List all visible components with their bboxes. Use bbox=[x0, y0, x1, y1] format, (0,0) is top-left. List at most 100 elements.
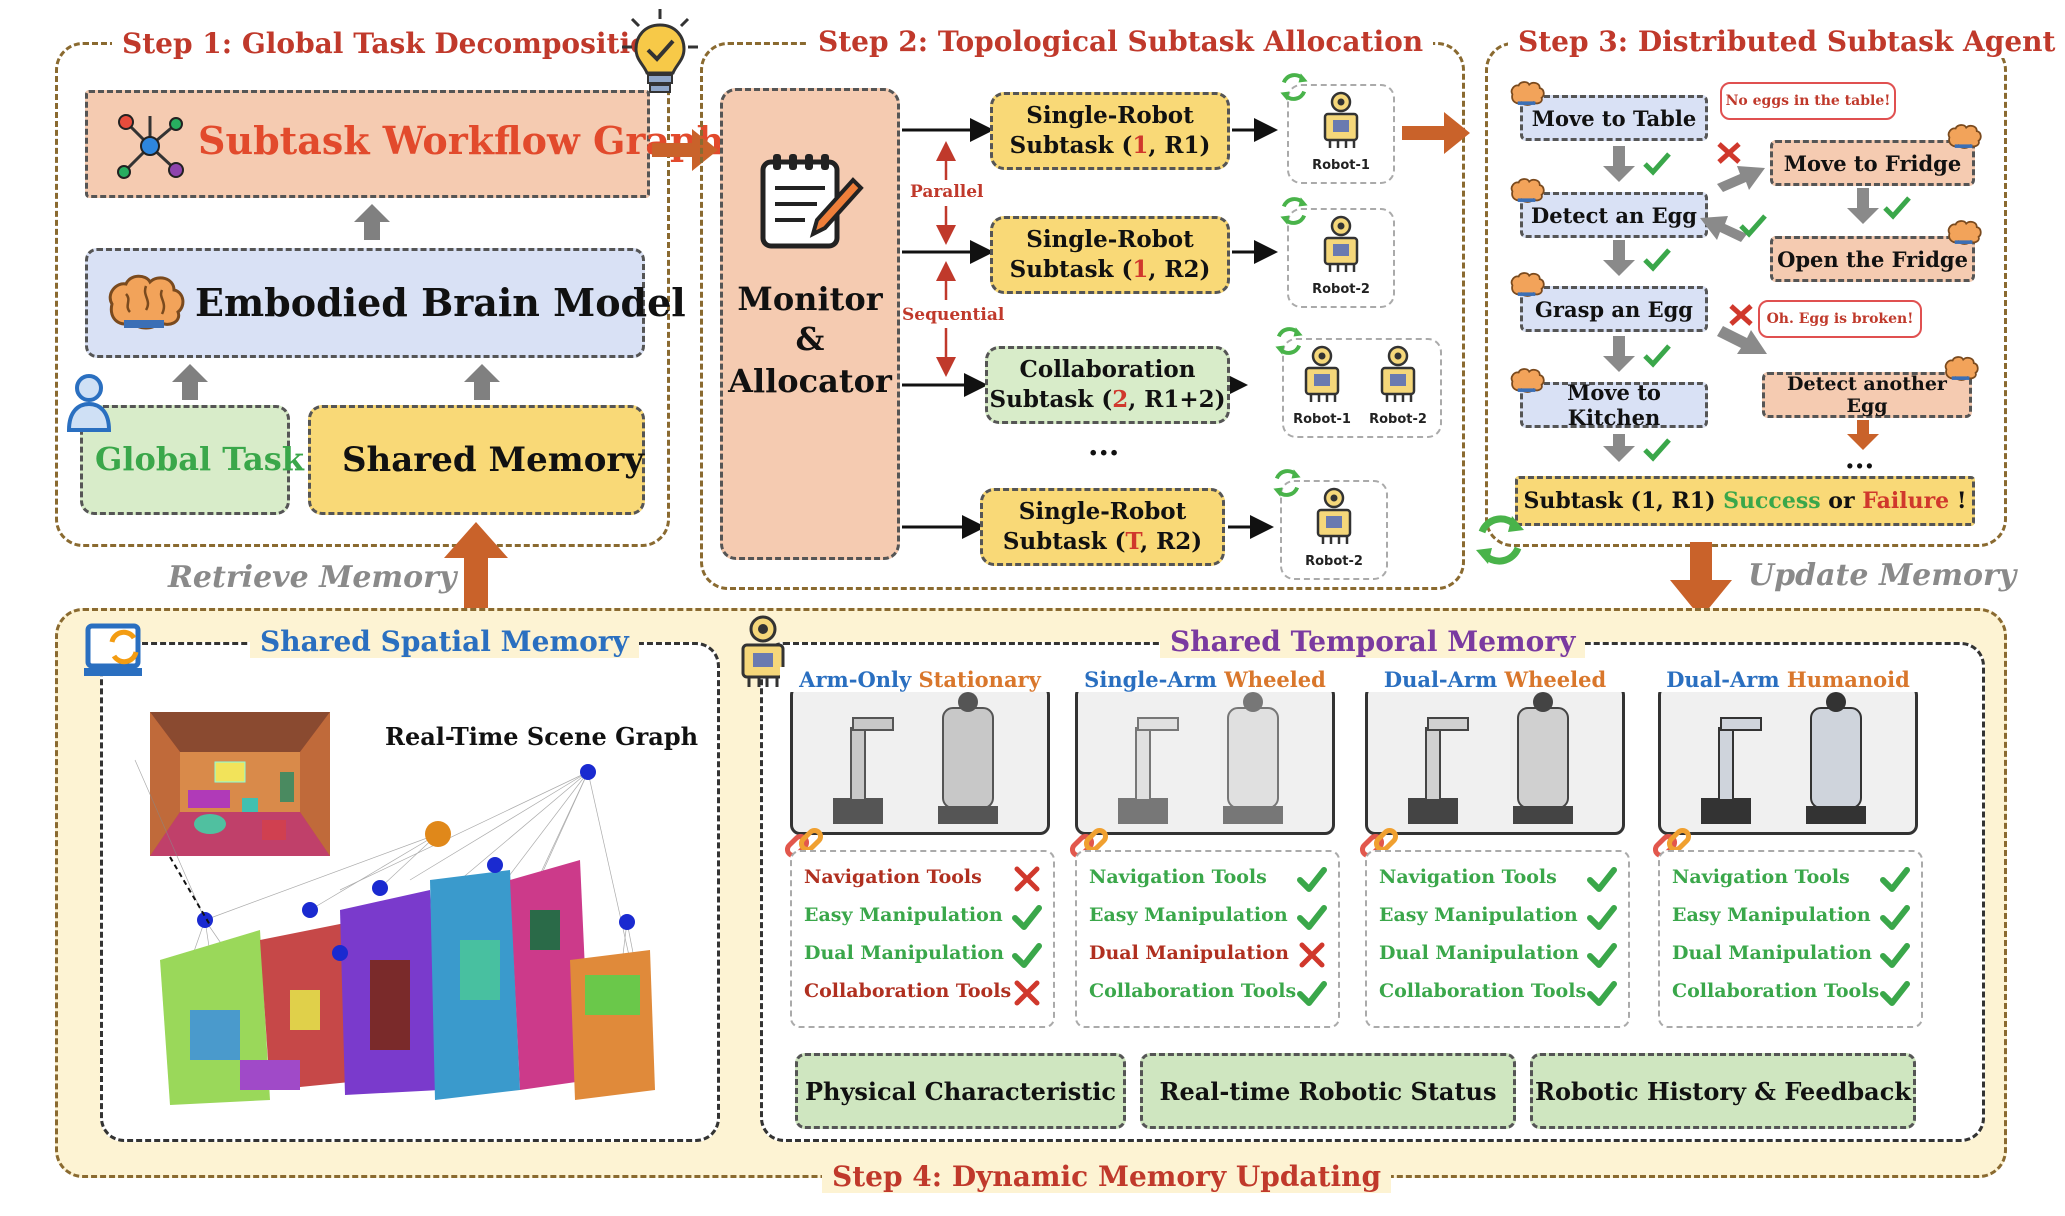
robot-photo-box bbox=[1365, 685, 1625, 835]
ampersand-label: & bbox=[795, 320, 825, 358]
monitor-label: Monitor bbox=[737, 280, 883, 318]
global-task-label: Global Task bbox=[95, 440, 304, 478]
agent-step-box: Grasp an Egg bbox=[1520, 286, 1708, 332]
robot-type-title: Dual-Arm Humanoid bbox=[1648, 667, 1928, 692]
robot-photo bbox=[833, 692, 998, 824]
thumbnail-pointer bbox=[169, 856, 211, 926]
allocator-label: Allocator bbox=[728, 362, 892, 400]
cross-icon bbox=[1014, 866, 1040, 892]
history-feedback-box: Robotic History & Feedback bbox=[1530, 1053, 1916, 1129]
capability-label: Collaboration Tools bbox=[1379, 980, 1587, 1002]
refresh-icon bbox=[1280, 197, 1308, 225]
capability-label: Navigation Tools bbox=[1089, 866, 1267, 888]
brain-icon bbox=[1944, 356, 1979, 381]
scene-graph-image bbox=[134, 759, 655, 1105]
brain-icon bbox=[1947, 220, 1982, 245]
up-arrow bbox=[464, 364, 500, 400]
subtask-robot: , R2) bbox=[1148, 256, 1211, 283]
agent-step-box: Move to Kitchen bbox=[1520, 380, 1708, 430]
step2-title: Step 2: Topological Subtask Allocation bbox=[808, 25, 1434, 58]
up-arrow bbox=[172, 364, 208, 400]
robot-icon bbox=[1304, 345, 1340, 402]
check-icon bbox=[1880, 981, 1910, 1006]
workflow-graph-box bbox=[85, 90, 650, 198]
brain-icon bbox=[1510, 368, 1545, 393]
capability-label: Navigation Tools bbox=[1672, 866, 1850, 888]
subtask-line1: Single-Robot bbox=[1026, 102, 1194, 129]
result-or: or bbox=[1820, 488, 1863, 514]
check-icon bbox=[1012, 905, 1042, 930]
subtask-prefix: Subtask ( bbox=[1009, 256, 1133, 283]
subtask-box bbox=[990, 92, 1230, 170]
user-icon bbox=[66, 374, 112, 432]
graph-icon bbox=[117, 114, 184, 179]
robot-name: Robot-1 bbox=[1293, 412, 1351, 427]
check-icon bbox=[1587, 905, 1617, 930]
robot-base-type: Wheeled bbox=[1504, 667, 1607, 692]
robot-arm-type: Dual-Arm bbox=[1666, 667, 1780, 692]
subtask-robot: , R1+2) bbox=[1128, 386, 1226, 413]
retrieve-memory-label: Retrieve Memory bbox=[168, 560, 457, 595]
realtime-status-box: Real-time Robotic Status bbox=[1140, 1053, 1516, 1129]
check-icon bbox=[1587, 981, 1617, 1006]
robot-name: Robot-2 bbox=[1312, 282, 1370, 297]
robot-photo bbox=[1408, 692, 1573, 824]
robot-photo-box bbox=[1075, 685, 1335, 835]
capability-label: Collaboration Tools bbox=[1089, 980, 1297, 1002]
capability-label: Easy Manipulation bbox=[1672, 904, 1871, 926]
brain-icon bbox=[1510, 81, 1545, 106]
result-failure: Failure bbox=[1862, 488, 1950, 514]
robot-name: Robot-1 bbox=[1312, 158, 1370, 173]
subtask-stage-number: 1 bbox=[1132, 132, 1149, 159]
robot-arm-type: Dual-Arm bbox=[1383, 667, 1498, 692]
capability-label: Easy Manipulation bbox=[804, 904, 1003, 926]
step4-title: Step 4: Dynamic Memory Updating bbox=[822, 1160, 1392, 1193]
subtask-line2: Subtask (2, R1+2) bbox=[989, 385, 1225, 415]
robot-photo-box bbox=[1658, 685, 1918, 835]
robot-base-type: Humanoid bbox=[1786, 667, 1910, 692]
robot-photo bbox=[1118, 692, 1283, 824]
capability-label: Easy Manipulation bbox=[1089, 904, 1288, 926]
subtask-box bbox=[980, 488, 1225, 566]
spatial-memory-title: Shared Spatial Memory bbox=[250, 625, 639, 658]
shared-memory-box bbox=[308, 405, 645, 515]
robot-icon bbox=[741, 615, 785, 687]
robot-base-type: Wheeled bbox=[1224, 667, 1326, 692]
subtask-stage-number: 2 bbox=[1112, 386, 1129, 413]
step1-title: Step 1: Global Task Decomposition bbox=[112, 27, 680, 60]
capability-list-box bbox=[1075, 850, 1340, 1028]
subtask-prefix: Subtask ( bbox=[989, 386, 1113, 413]
capability-list-box bbox=[1658, 850, 1923, 1028]
check-icon bbox=[1297, 981, 1327, 1006]
robot-icon bbox=[1323, 215, 1359, 272]
step3-ellipsis: ... bbox=[1845, 442, 1875, 475]
sequential-label: Sequential bbox=[902, 305, 1005, 325]
scene-graph-label: Real-Time Scene Graph bbox=[385, 722, 699, 751]
temporal-memory-title: Shared Temporal Memory bbox=[1160, 625, 1586, 658]
robot-name: Robot-2 bbox=[1369, 412, 1427, 427]
up-arrow-orange bbox=[444, 522, 508, 608]
physical-characteristic-box: Physical Characteristic bbox=[795, 1053, 1126, 1129]
result-prefix: Subtask (1, R1) bbox=[1523, 488, 1724, 514]
subtask-line2: Subtask (1, R1) bbox=[1010, 131, 1211, 161]
subtask-box bbox=[985, 346, 1230, 424]
refresh-icon bbox=[1280, 73, 1308, 101]
agent-step-box: Detect another Egg bbox=[1762, 372, 1972, 418]
workflow-graph-label: Subtask Workflow Graph bbox=[198, 118, 725, 163]
capability-label: Dual Manipulation bbox=[1089, 942, 1289, 964]
agent-step-box: Move to Table bbox=[1520, 95, 1708, 141]
robot-type-title: Single-Arm Wheeled bbox=[1065, 667, 1345, 692]
subtask-robot: , R2) bbox=[1140, 528, 1203, 555]
subtask-stage-number: 1 bbox=[1132, 256, 1149, 283]
capability-label: Dual Manipulation bbox=[1672, 942, 1872, 964]
refresh-icon bbox=[1476, 515, 1524, 565]
allocation-arrows bbox=[902, 118, 1278, 539]
subtask-box bbox=[990, 216, 1230, 294]
robot-type-title: Arm-Only Stationary bbox=[780, 667, 1060, 692]
robot-arm-type: Single-Arm bbox=[1084, 667, 1217, 692]
lightbulb-icon bbox=[622, 9, 698, 93]
robot-base-type: Stationary bbox=[918, 667, 1041, 692]
